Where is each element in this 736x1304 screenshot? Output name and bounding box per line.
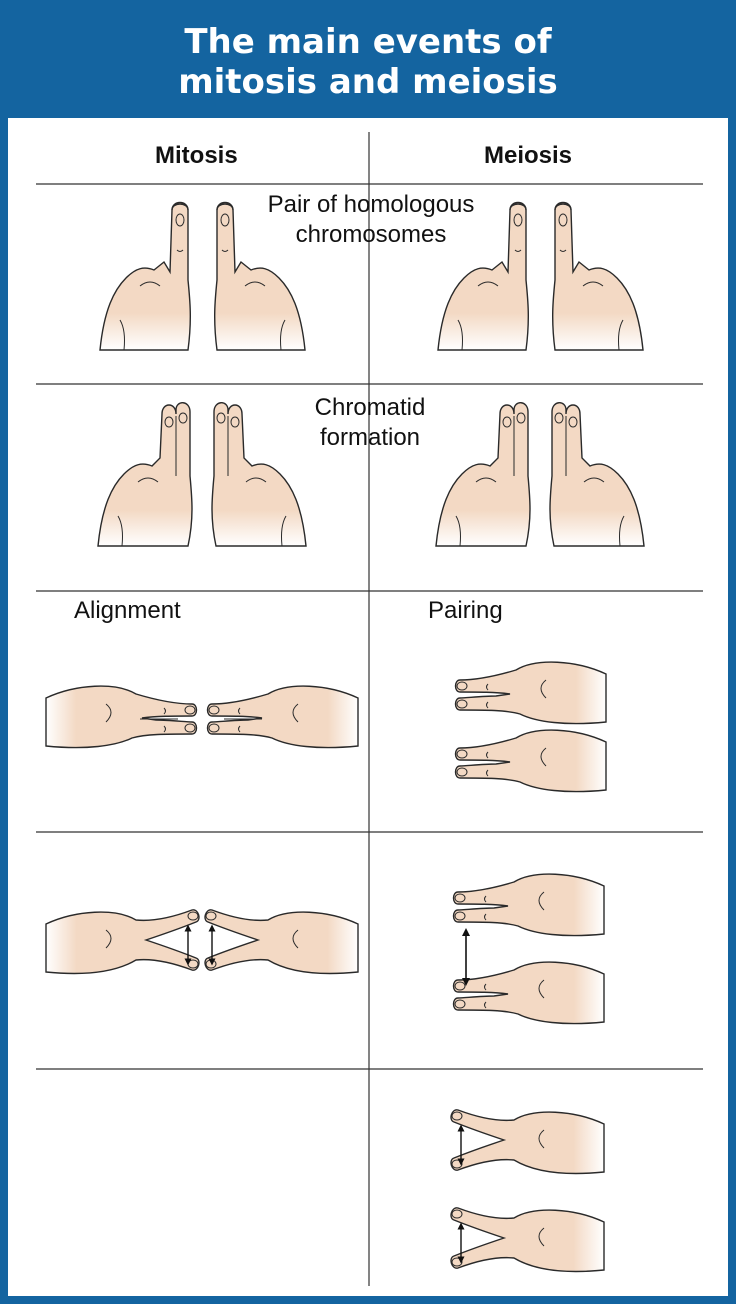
row-chromatid-mitosis xyxy=(97,402,307,547)
row-chromatid-meiosis xyxy=(435,402,645,547)
row-separation-mitosis xyxy=(45,909,359,975)
label-alignment: Alignment xyxy=(74,597,181,624)
grid-lines xyxy=(36,132,703,1286)
row-alignment-mitosis xyxy=(45,685,359,749)
label-chromatid-line-2: formation xyxy=(319,424,421,451)
title-line-2: mitosis and meiosis xyxy=(178,62,558,102)
title-line-1: The main events of xyxy=(184,22,552,62)
row-pairing-meiosis xyxy=(454,661,607,793)
label-homologous-line-1: Pair of homologous xyxy=(267,191,475,218)
row-second-division-meiosis xyxy=(450,1109,605,1273)
column-heading-mitosis: Mitosis xyxy=(155,142,238,169)
title-banner: The main events of mitosis and meiosis xyxy=(0,0,736,118)
label-chromatid-line-1: Chromatid xyxy=(314,394,426,421)
label-pairing: Pairing xyxy=(428,597,503,624)
label-homologous-line-2: chromosomes xyxy=(295,221,447,248)
row-separation-meiosis xyxy=(452,873,605,1025)
label-homologous: Pair of homologous chromosomes xyxy=(246,190,496,250)
column-heading-meiosis: Meiosis xyxy=(484,142,573,169)
label-chromatid: Chromatid formation xyxy=(290,393,450,453)
